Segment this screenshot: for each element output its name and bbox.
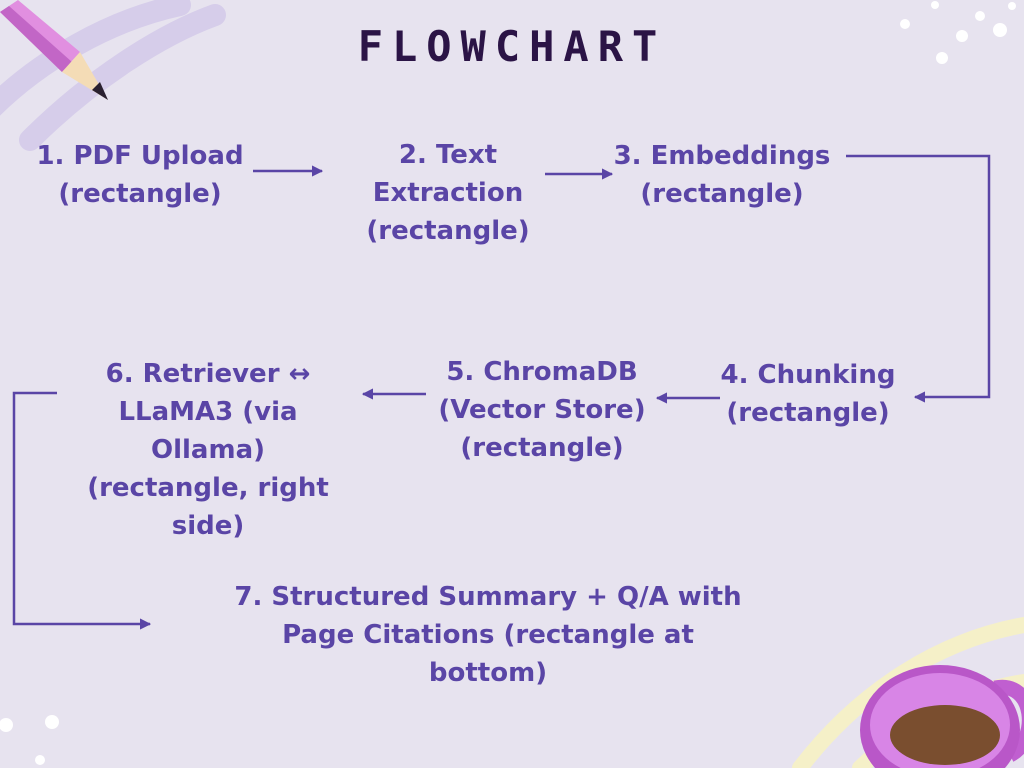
pencil-illustration [0, 0, 108, 100]
node-chunking: 4. Chunking (rectangle) [720, 360, 896, 428]
dots-decoration-top [900, 1, 1016, 64]
connectors [12, 154, 991, 630]
flowchart-title: FLOWCHART [357, 22, 667, 71]
node-chromadb: 5. ChromaDB (Vector Store) (rectangle) [438, 357, 646, 463]
coffee-mug-illustration [860, 665, 1024, 768]
node-structured-summary: 7. Structured Summary + Q/A with Page Ci… [234, 582, 742, 688]
node-retriever: 6. Retriever ↔ LLaMA3 (via Ollama) (rect… [87, 359, 329, 541]
dots-decoration-bottom [0, 715, 59, 765]
scribble-decoration [0, 0, 226, 151]
node-text-extraction: 2. Text Extraction (rectangle) [366, 140, 530, 246]
arrow-retriever-to-summary [12, 391, 152, 630]
node-embeddings: 3. Embeddings (rectangle) [613, 141, 831, 209]
node-pdf-upload: 1. PDF Upload (rectangle) [36, 141, 244, 209]
arrow-embeddings-to-chunking [846, 154, 991, 403]
